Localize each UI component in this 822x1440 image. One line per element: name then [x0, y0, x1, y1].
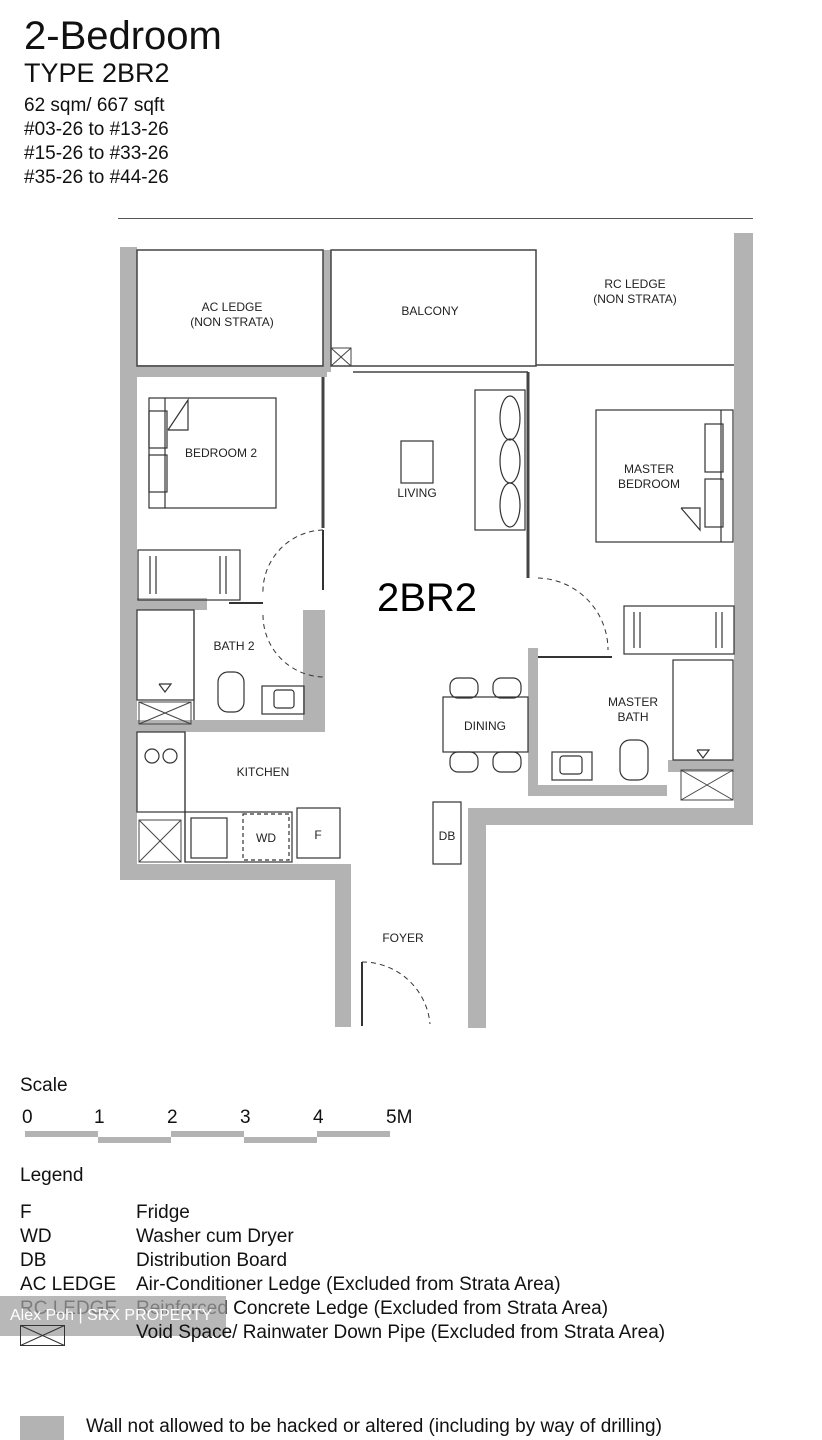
legend-value: Distribution Board: [136, 1250, 288, 1271]
void-space-icon: [20, 1325, 65, 1346]
legend-value: Reinforced Concrete Ledge (Excluded from…: [136, 1298, 609, 1319]
legend-value: Air-Conditioner Ledge (Excluded from Str…: [136, 1274, 561, 1295]
legend-item: DB Distribution Board: [20, 1250, 820, 1274]
legend-item: Void Space/ Rainwater Down Pipe (Exclude…: [20, 1322, 820, 1346]
unit-range: #15-26 to #33-26: [24, 143, 169, 164]
door-swings: [262, 529, 609, 1025]
ac-ledge-note: (NON STRATA): [190, 315, 274, 329]
db-label: DB: [439, 829, 456, 843]
unit-range: #03-26 to #13-26: [24, 119, 169, 140]
scale-bar: [25, 1131, 390, 1143]
scale-title: Scale: [20, 1075, 68, 1096]
floor-plan: AC LEDGE (NON STRATA) BALCONY RC LEDGE (…: [120, 233, 753, 1028]
legend-item: AC LEDGE Air-Conditioner Ledge (Excluded…: [20, 1274, 820, 1298]
scale-tick: 4: [313, 1107, 324, 1128]
foyer-label: FOYER: [382, 931, 424, 945]
legend-value: Void Space/ Rainwater Down Pipe (Exclude…: [136, 1322, 666, 1343]
wardrobes: [137, 549, 735, 655]
bed-bedroom2: [148, 397, 277, 509]
unit-type: TYPE 2BR2: [24, 58, 170, 88]
wall-swatch-icon: [20, 1416, 64, 1440]
legend-value: Fridge: [136, 1202, 190, 1223]
kitchen-fixtures: [136, 731, 462, 865]
balcony-label: BALCONY: [401, 304, 458, 318]
master-bedroom-label: MASTER: [624, 462, 674, 476]
bedroom2-label: BEDROOM 2: [185, 446, 257, 460]
unit-info: 62 sqm/ 667 sqft #03-26 to #13-26 #15-26…: [24, 94, 169, 190]
scale-tick: 5M: [386, 1107, 413, 1128]
balcony-area: [330, 249, 537, 367]
plan-title: 2-Bedroom: [24, 14, 222, 58]
master-bath-label: MASTER: [608, 695, 658, 709]
rc-ledge-note: (NON STRATA): [593, 292, 677, 306]
bed-master: [595, 409, 734, 543]
rc-ledge-label: RC LEDGE: [604, 277, 665, 291]
scale-tick: 1: [94, 1107, 105, 1128]
ac-ledge-area: [136, 249, 324, 367]
dining-set: [442, 677, 529, 773]
legend-key: F: [20, 1202, 32, 1223]
scale-tick: 0: [22, 1107, 33, 1128]
legend-key: WD: [20, 1226, 52, 1247]
scale-tick: 3: [240, 1107, 251, 1128]
master-bedroom-label: BEDROOM: [618, 477, 680, 491]
unit-range: #35-26 to #44-26: [24, 167, 169, 188]
divider: [118, 218, 753, 219]
fridge-label: F: [314, 828, 321, 842]
legend-key: AC LEDGE: [20, 1274, 117, 1295]
legend-item: F Fridge: [20, 1202, 820, 1226]
washer-dryer-label: WD: [256, 831, 276, 845]
sofa: [474, 389, 526, 531]
void-space: [138, 347, 734, 863]
scale-tick: 2: [167, 1107, 178, 1128]
wall-note: Wall not allowed to be hacked or altered…: [86, 1416, 662, 1437]
area-text: 62 sqm/ 667 sqft: [24, 95, 165, 116]
watermark: Alex Poh | SRX PROPERTY: [0, 1296, 226, 1336]
bath-fixtures: [136, 609, 734, 781]
bath2-label: BATH 2: [213, 639, 254, 653]
walls: [120, 233, 753, 1028]
dining-label: DINING: [464, 719, 506, 733]
legend-value: Washer cum Dryer: [136, 1226, 294, 1247]
tv-console: [400, 440, 434, 484]
legend-title: Legend: [20, 1165, 84, 1186]
unit-code-label: 2BR2: [377, 576, 477, 620]
master-bath-label: BATH: [617, 710, 648, 724]
legend-key: DB: [20, 1250, 47, 1271]
legend-item: WD Washer cum Dryer: [20, 1226, 820, 1250]
living-label: LIVING: [397, 486, 436, 500]
kitchen-label: KITCHEN: [237, 765, 290, 779]
ac-ledge-label: AC LEDGE: [202, 300, 263, 314]
